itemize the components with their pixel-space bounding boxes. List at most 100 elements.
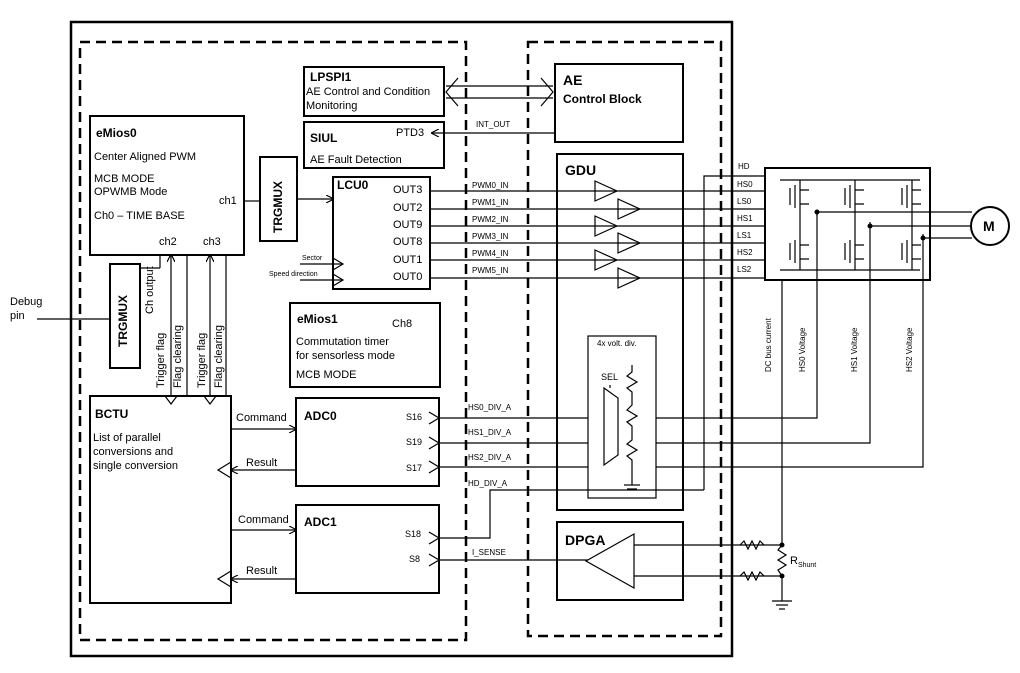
trgmux-left-label: TRGMUX [116, 295, 130, 347]
gdu-title: GDU [565, 162, 597, 178]
siul-ptd3: PTD3 [396, 127, 425, 139]
emios0-ch1: ch1 [219, 195, 237, 207]
lpspi1-line1: AE Control and Condition [306, 86, 431, 98]
lpspi1-title: LPSPI1 [310, 70, 352, 84]
lcu0-out9: OUT9 [393, 219, 423, 231]
lcu0-title: LCU0 [337, 178, 369, 192]
flag-clearing-label-2: Flag clearing [213, 325, 225, 388]
rshunt-r: R [790, 555, 798, 567]
ae-title: AE [563, 72, 583, 88]
voltdiv-title: 4x volt. div. [597, 339, 637, 348]
siul-desc: AE Fault Detection [310, 154, 402, 166]
bctu-line3: single conversion [93, 460, 178, 472]
pwm2-label: PWM2_IN [472, 215, 509, 224]
dpga-title: DPGA [565, 532, 606, 548]
pwm1-label: PWM1_IN [472, 198, 509, 207]
bctu-line1: List of parallel [93, 432, 161, 444]
pwm4-label: PWM4_IN [472, 249, 509, 258]
emios1-box [289, 302, 441, 388]
emios0-ch3: ch3 [203, 236, 221, 248]
pwm5-label: PWM5_IN [472, 266, 509, 275]
adc1-command: Command [238, 514, 289, 526]
lpspi1-box [303, 66, 445, 117]
adc0-box [295, 397, 440, 487]
dpga-box [556, 521, 684, 601]
trgmux-top-label: TRGMUX [271, 181, 285, 233]
adc0-s16: S16 [406, 412, 423, 422]
ae-box [554, 63, 684, 143]
gdu-box [556, 153, 684, 511]
lcu0-out8: OUT8 [393, 236, 423, 248]
rshunt-sub: Shunt [797, 562, 817, 569]
outer-frame [69, 20, 734, 658]
adc1-title: ADC1 [304, 515, 337, 529]
emios0-title: eMios0 [96, 126, 137, 140]
gate-hs2-label: HS2 [737, 248, 753, 257]
lcu0-out1: OUT1 [393, 254, 423, 266]
gate-ls0-label: LS0 [737, 197, 752, 206]
gate-hs0-label: HS0 [737, 180, 753, 189]
lcu0-out2: OUT2 [393, 202, 423, 214]
emios1-line3: MCB MODE [296, 369, 357, 381]
debug-pin-label-line1: Debug [10, 296, 43, 308]
hs2-div-label: HS2_DIV_A [468, 453, 512, 462]
emios0-line1: Center Aligned PWM [94, 151, 197, 163]
pwm0-label: PWM0_IN [472, 181, 509, 190]
trigger-flag-label-2: Trigger flag [196, 332, 208, 388]
gate-ls2-label: LS2 [737, 265, 752, 274]
lpspi1-line2: Monitoring [306, 100, 358, 112]
siul-title: SIUL [310, 131, 338, 145]
adc0-command: Command [236, 412, 287, 424]
bctu-line2: conversions and [93, 446, 174, 458]
hs1-voltage-label: HS1 Voltage [850, 327, 859, 372]
i-sense-label: I_SENSE [472, 548, 506, 557]
emios1-line1: Commutation timer [296, 336, 389, 348]
bridge-box [764, 167, 931, 281]
emios0-line4: Ch0 – TIME BASE [94, 210, 185, 222]
trigger-flag-label-1: Trigger flag [155, 332, 167, 388]
adc1-box [295, 504, 440, 594]
bctu-box [89, 395, 232, 604]
motor-label: M [983, 218, 995, 234]
bctu-title: BCTU [95, 407, 129, 421]
pwm3-label: PWM3_IN [472, 232, 509, 241]
gate-hd-label: HD [738, 162, 750, 171]
hs0-voltage-label: HS0 Voltage [798, 327, 807, 372]
emios1-ch8: Ch8 [392, 318, 413, 330]
emios0-line2: MCB MODE [94, 173, 155, 185]
adc0-s17: S17 [406, 463, 423, 473]
emios1-title: eMios1 [297, 312, 338, 326]
rshunt-label: RShunt [790, 555, 816, 570]
int-out-label: INT_OUT [476, 120, 511, 129]
ch-output-label: Ch output [144, 266, 156, 314]
lcu0-box [332, 176, 431, 290]
debug-pin-label-line2: pin [10, 310, 25, 322]
adc1-result: Result [246, 565, 278, 577]
trgmux-left-box [109, 263, 141, 369]
gate-hs1-label: HS1 [737, 214, 753, 223]
siul-box [303, 121, 445, 169]
hs1-div-label: HS1_DIV_A [468, 428, 512, 437]
hs2-voltage-label: HS2 Voltage [905, 327, 914, 372]
adc0-s19: S19 [406, 437, 423, 447]
speed-direction-label: Speed direction [269, 271, 318, 278]
flag-clearing-label-1: Flag clearing [172, 325, 184, 388]
lcu0-out0: OUT0 [393, 271, 423, 283]
dc-bus-current-label: DC bus current [764, 318, 773, 372]
emios0-ch2: ch2 [159, 236, 177, 248]
sector-label: Sector [302, 255, 323, 262]
adc1-s8: S8 [409, 554, 421, 564]
adc0-title: ADC0 [304, 409, 337, 423]
emios1-line2: for sensorless mode [296, 350, 396, 362]
hd-div-label: HD_DIV_A [468, 479, 508, 488]
ae-subtitle: Control Block [563, 92, 642, 106]
lcu0-out3: OUT3 [393, 184, 423, 196]
voltdiv-box [587, 335, 657, 499]
voltdiv-sel: SEL [601, 372, 619, 382]
adc0-result: Result [246, 457, 278, 469]
mcu-dashed-area [78, 40, 468, 642]
gate-ls1-label: LS1 [737, 231, 752, 240]
ae-dashed-area [526, 40, 723, 638]
adc1-s18: S18 [405, 529, 422, 539]
